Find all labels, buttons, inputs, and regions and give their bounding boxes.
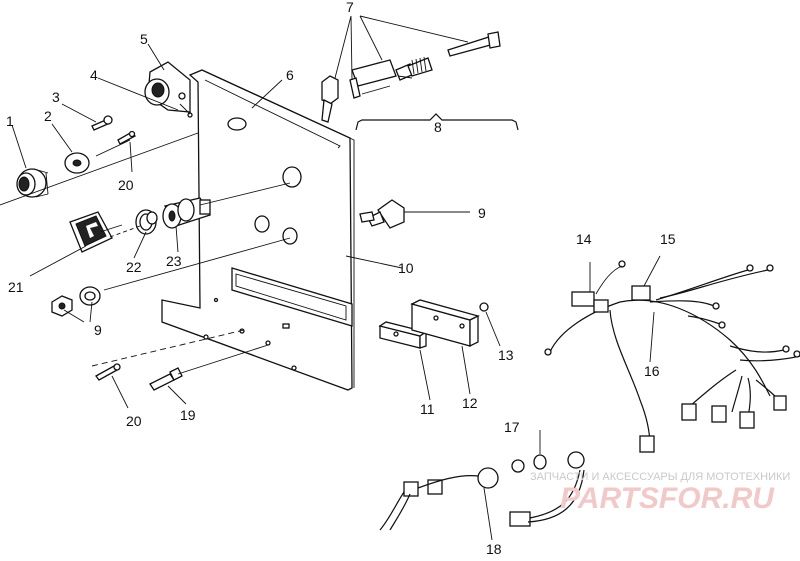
callout-13: 13 bbox=[498, 347, 514, 363]
callout-8: 8 bbox=[434, 119, 442, 135]
part-7-switch-assembly bbox=[321, 31, 501, 123]
callout-9-toggle: 9 bbox=[478, 205, 486, 221]
part-11-12-brackets bbox=[378, 299, 489, 349]
callout-6: 6 bbox=[286, 67, 294, 83]
callout-15: 15 bbox=[660, 231, 676, 247]
callout-10: 10 bbox=[398, 260, 414, 276]
callout-labels: 1 2 3 4 5 6 7 8 9 9 10 11 12 13 14 15 16… bbox=[6, 0, 676, 557]
part-20-lower-pin bbox=[95, 363, 121, 381]
part-1-lock-ring bbox=[16, 168, 49, 198]
part-20-upper-pin bbox=[117, 130, 136, 145]
callout-20-upper: 20 bbox=[118, 177, 134, 193]
watermark: ЗАПЧАСТИ И АКСЕССУАРЫ ДЛЯ МОТОТЕХНИКИ PA… bbox=[530, 471, 790, 515]
instrument-panel bbox=[161, 69, 355, 391]
callout-17: 17 bbox=[504, 419, 520, 435]
part-8-bracket bbox=[355, 113, 519, 131]
part-2-star-washer bbox=[64, 152, 90, 174]
callout-21: 21 bbox=[8, 279, 24, 295]
callout-3: 3 bbox=[52, 89, 60, 105]
callout-12: 12 bbox=[462, 395, 478, 411]
part-23-key-switch bbox=[162, 197, 211, 229]
callout-22: 22 bbox=[126, 259, 142, 275]
part-9-toggle-switch bbox=[359, 199, 470, 229]
watermark-brand: PARTSFOR.RU bbox=[560, 482, 775, 515]
part-9-nut-washer bbox=[51, 286, 101, 317]
assembly-guide-lines-left bbox=[0, 103, 291, 375]
part-5-indicator-light bbox=[144, 61, 191, 113]
callout-16: 16 bbox=[644, 363, 660, 379]
callout-19: 19 bbox=[180, 407, 196, 423]
part-21-switch-plate bbox=[69, 211, 123, 253]
part-19-bolt bbox=[149, 367, 183, 391]
callout-20-lower: 20 bbox=[126, 413, 142, 429]
callout-leader-lines bbox=[11, 43, 655, 541]
callout-18: 18 bbox=[486, 541, 502, 557]
callout-7-leader-lines bbox=[334, 15, 469, 81]
part-3-screw bbox=[91, 115, 113, 131]
callout-11: 11 bbox=[420, 401, 435, 417]
part-22-nut bbox=[135, 209, 158, 235]
callout-23: 23 bbox=[166, 253, 182, 269]
callout-4: 4 bbox=[90, 67, 98, 83]
callout-1: 1 bbox=[6, 113, 14, 129]
part-16-wiring-harness bbox=[544, 255, 800, 453]
part-18-switch-harness bbox=[379, 430, 585, 531]
callout-9-nut: 9 bbox=[94, 322, 102, 338]
callout-5: 5 bbox=[140, 31, 148, 47]
callout-14: 14 bbox=[576, 231, 592, 247]
watermark-subtitle: ЗАПЧАСТИ И АКСЕССУАРЫ ДЛЯ МОТОТЕХНИКИ bbox=[530, 471, 790, 483]
callout-2: 2 bbox=[44, 108, 52, 124]
callout-7: 7 bbox=[346, 0, 354, 15]
